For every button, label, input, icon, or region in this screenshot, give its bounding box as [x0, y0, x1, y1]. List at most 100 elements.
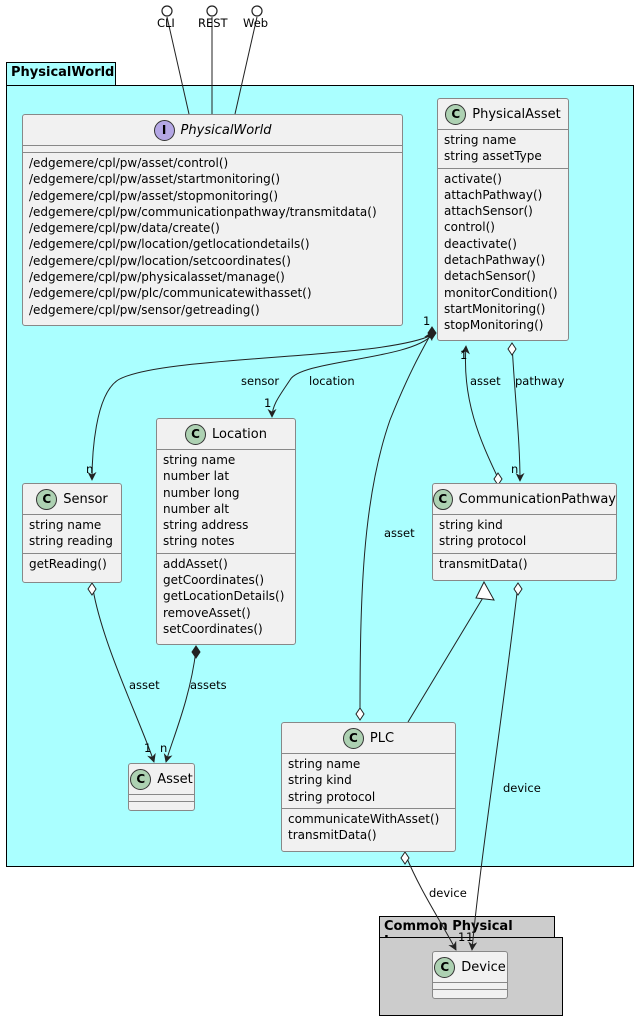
- multiplicity-label: n: [160, 741, 168, 755]
- plc-methods: communicateWithAsset() transmitData(): [282, 809, 455, 847]
- interface-method: /edgemere/cpl/pw/asset/startmonitoring(): [29, 172, 281, 187]
- class-attribute: number long: [163, 485, 240, 500]
- physical-world-interface-name: PhysicalWorld: [180, 122, 272, 138]
- physical-asset-class-name: PhysicalAsset: [472, 106, 561, 122]
- edge-label-asset-plc: asset: [384, 526, 415, 540]
- class-method: setCoordinates(): [163, 621, 263, 636]
- class-attribute: string reading: [29, 534, 113, 549]
- class-stereotype-icon: C: [130, 768, 152, 790]
- multiplicity-label: 1: [460, 348, 468, 362]
- class-method: monitorCondition(): [444, 285, 558, 300]
- sensor-attributes: string name string reading: [23, 515, 121, 554]
- class-attribute: string name: [288, 757, 361, 771]
- class-attribute: string notes: [163, 534, 235, 549]
- location-attributes: string name number lat number long numbe…: [157, 450, 295, 554]
- class-method: startMonitoring(): [444, 301, 546, 316]
- asset-class-header: C Asset: [129, 764, 194, 795]
- class-stereotype-icon: C: [434, 956, 456, 978]
- class-method: addAsset(): [163, 556, 228, 571]
- location-class-header: C Location: [157, 419, 295, 450]
- multiplicity-label: n: [511, 462, 519, 476]
- class-method: detachPathway(): [444, 253, 546, 268]
- port-web-label: Web: [243, 16, 269, 30]
- communication-pathway-class-header: C CommunicationPathway: [433, 484, 616, 515]
- port-cli-label: CLI: [157, 16, 175, 30]
- multiplicity-label: 1: [264, 396, 272, 410]
- class-method: activate(): [444, 171, 502, 186]
- physical-asset-attributes: string name string assetType: [438, 130, 568, 169]
- edge-label-asset-pathway: asset: [470, 374, 501, 388]
- asset-class-name: Asset: [157, 771, 193, 787]
- class-method: getReading(): [29, 556, 107, 571]
- interface-method: /edgemere/cpl/pw/location/setcoordinates…: [29, 253, 291, 268]
- class-method: communicateWithAsset(): [288, 811, 440, 826]
- physical-asset-methods: activate() attachPathway() attachSensor(…: [438, 169, 568, 337]
- sensor-class-name: Sensor: [63, 491, 108, 507]
- communication-pathway-attributes: string kind string protocol: [433, 515, 616, 554]
- class-method: attachPathway(): [444, 187, 543, 202]
- asset-class[interactable]: C Asset: [128, 763, 195, 811]
- multiplicity-label: 1: [144, 741, 152, 755]
- class-method: transmitData(): [439, 556, 528, 571]
- interface-method: /edgemere/cpl/pw/location/getlocationdet…: [29, 237, 310, 252]
- communication-pathway-class-name: CommunicationPathway: [458, 491, 616, 507]
- edge-label-pathway: pathway: [515, 374, 565, 388]
- physical-world-interface-header: I PhysicalWorld: [23, 115, 402, 146]
- physical-world-interface[interactable]: I PhysicalWorld /edgemere/cpl/pw/asset/c…: [22, 114, 403, 326]
- plc-class-name: PLC: [369, 730, 395, 746]
- device-class[interactable]: C Device: [432, 951, 508, 999]
- location-class-name: Location: [212, 426, 267, 442]
- class-method: attachSensor(): [444, 204, 533, 219]
- device-class-name: Device: [461, 959, 506, 975]
- edge-label-device-plc: device: [429, 886, 467, 900]
- class-attribute: string protocol: [288, 789, 376, 804]
- class-attribute: string protocol: [439, 534, 527, 549]
- location-class[interactable]: C Location string name number lat number…: [156, 418, 296, 645]
- class-method: transmitData(): [288, 828, 377, 843]
- class-attribute: string kind: [288, 773, 352, 788]
- edge-label-device-pathway: device: [503, 781, 541, 795]
- device-methods: [433, 990, 507, 996]
- class-method: getCoordinates(): [163, 573, 265, 588]
- interface-method: /edgemere/cpl/pw/sensor/getreading(): [29, 302, 260, 317]
- physical-asset-class-header: C PhysicalAsset: [438, 99, 568, 130]
- interface-method: /edgemere/cpl/pw/communicationpathway/tr…: [29, 204, 377, 219]
- class-attribute: number lat: [163, 469, 230, 484]
- plc-attributes: string name string kind string protocol: [282, 754, 455, 809]
- class-stereotype-icon: C: [185, 423, 206, 445]
- class-attribute: string name: [29, 518, 102, 532]
- interface-method: /edgemere/cpl/pw/asset/stopmonitoring(): [29, 188, 279, 203]
- interface-method: /edgemere/cpl/pw/data/create(): [29, 221, 220, 236]
- edge-label-asset-sensor: asset: [129, 678, 160, 692]
- interface-method: /edgemere/cpl/pw/plc/communicatewithasse…: [29, 286, 312, 301]
- class-attribute: string assetType: [444, 149, 542, 164]
- device-attributes: [433, 983, 507, 990]
- sensor-class[interactable]: C Sensor string name string reading getR…: [22, 483, 122, 583]
- physical-world-package-name: PhysicalWorld: [11, 65, 115, 80]
- class-attribute: string kind: [439, 518, 503, 532]
- communication-pathway-class[interactable]: C CommunicationPathway string kind strin…: [432, 483, 617, 581]
- asset-methods: [129, 802, 194, 808]
- multiplicity-label: 1: [458, 930, 466, 944]
- edge-label-sensor: sensor: [241, 374, 280, 388]
- plc-class[interactable]: C PLC string name string kind string pro…: [281, 722, 456, 852]
- class-attribute: string name: [163, 453, 236, 467]
- class-method: detachSensor(): [444, 269, 536, 284]
- interface-method: /edgemere/cpl/pw/asset/control(): [29, 156, 229, 170]
- physical-asset-class[interactable]: C PhysicalAsset string name string asset…: [437, 98, 569, 341]
- edge-label-location: location: [309, 374, 355, 388]
- multiplicity-label: 1: [466, 930, 474, 944]
- class-method: removeAsset(): [163, 605, 251, 620]
- class-method: deactivate(): [444, 236, 517, 251]
- sensor-class-header: C Sensor: [23, 484, 121, 515]
- class-stereotype-icon: C: [342, 727, 364, 749]
- edge-label-assets-location: assets: [190, 678, 227, 692]
- sensor-methods: getReading(): [23, 554, 121, 575]
- asset-attributes: [129, 795, 194, 802]
- physical-world-package-tab: PhysicalWorld: [6, 62, 116, 86]
- location-methods: addAsset() getCoordinates() getLocationD…: [157, 554, 295, 640]
- class-stereotype-icon: C: [36, 488, 58, 510]
- multiplicity-label: n: [86, 462, 94, 476]
- multiplicity-label: 1: [423, 314, 431, 328]
- physical-world-interface-methods: /edgemere/cpl/pw/asset/control() /edgeme…: [23, 153, 402, 321]
